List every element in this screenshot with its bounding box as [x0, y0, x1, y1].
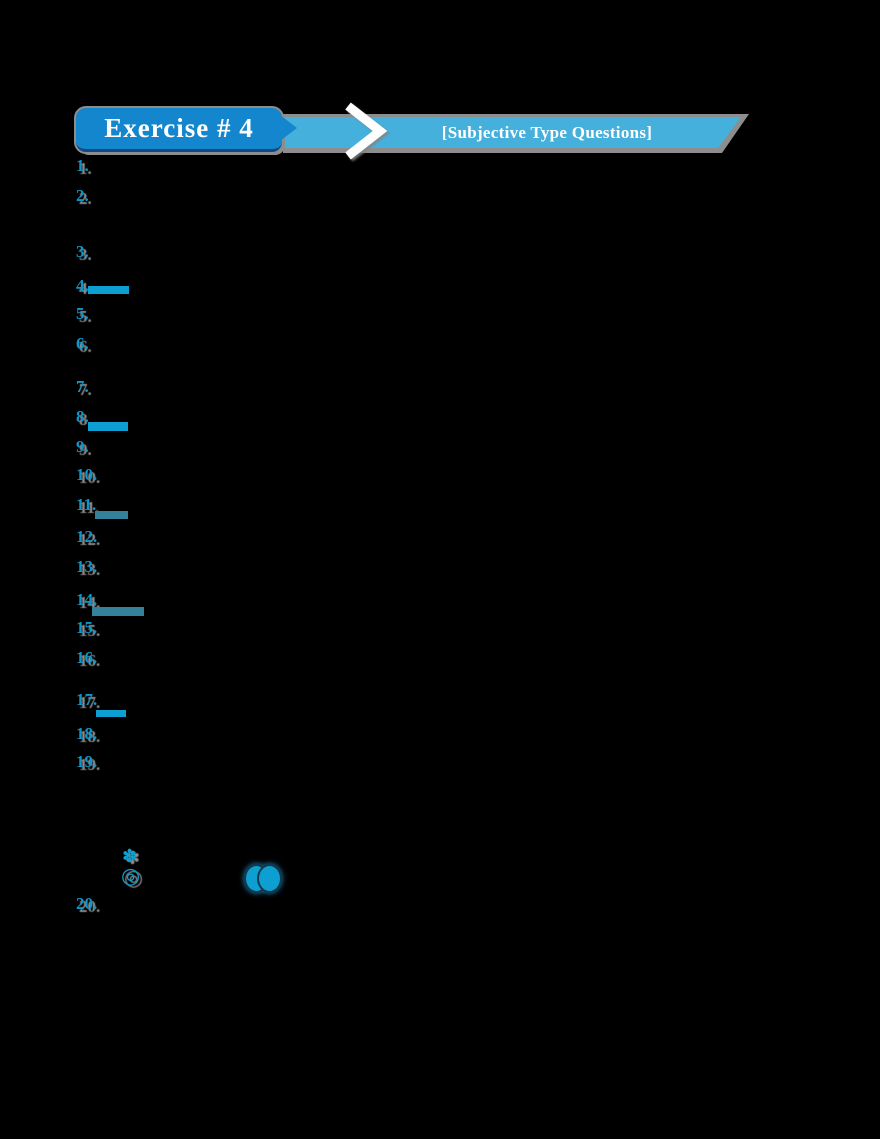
question-number-5: 5. [76, 304, 89, 323]
question-number-6: 6. [76, 334, 89, 353]
question-number-11: 11. [76, 495, 97, 514]
question-number-1: 1. [76, 156, 89, 175]
question-number-7: 7. [76, 377, 89, 396]
question-number-18: 18. [76, 724, 98, 743]
question-number-16: 16. [76, 648, 98, 667]
question-number-19: 19. [76, 752, 98, 771]
chevron-right-icon [330, 98, 400, 166]
question-number-4: 4. [76, 276, 89, 295]
question-number-17: 17. [76, 690, 98, 709]
formula-fragment-blob-icon [246, 865, 282, 892]
exercise-title-badge: Exercise # 4 [76, 108, 297, 152]
formula-fragment-circle-icon: ◎ [121, 863, 141, 888]
question-number-15: 15. [76, 618, 98, 637]
answer-blank-line-q8 [88, 422, 128, 431]
question-number-3: 3. [76, 242, 89, 261]
question-number-14: 14. [76, 590, 98, 609]
answer-blank-line-q4 [88, 286, 129, 294]
question-number-9: 9. [76, 437, 89, 456]
question-number-20: 20. [76, 894, 98, 913]
formula-fragment-asterisk-icon: ✽ [122, 846, 138, 866]
question-number-8: 8. [76, 407, 89, 426]
question-number-2: 2. [76, 186, 89, 205]
answer-blank-line-q17 [96, 710, 126, 717]
question-number-10: 10. [76, 465, 98, 484]
answer-blank-line-q11 [95, 511, 128, 519]
question-number-13: 13. [76, 557, 98, 576]
answer-blank-line-q14 [92, 607, 144, 616]
question-number-12: 12. [76, 527, 98, 546]
